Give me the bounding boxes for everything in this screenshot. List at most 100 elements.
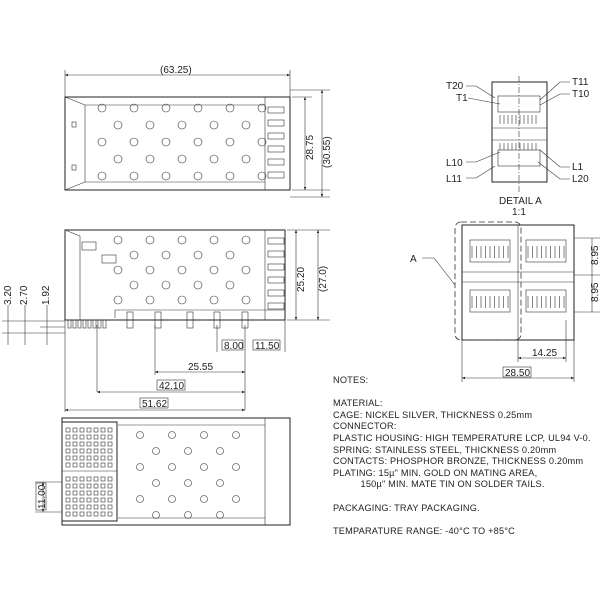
solder-tail [97,319,102,329]
notes-packaging: PACKAGING: TRAY PACKAGING. [333,502,480,513]
contact-pad [107,434,113,440]
vent-hole [241,235,251,245]
contact-pad [100,462,106,468]
contact-pad [79,504,85,510]
contact-pad [86,441,92,447]
label-t10: T10 [572,89,590,100]
vent-hole [225,103,235,113]
vent-hole [209,295,219,305]
vent-hole [209,120,219,130]
dim-14-25: 14.25 [532,348,557,359]
spring-tab [267,263,285,271]
vent-hole [241,295,251,305]
vent-hole [184,447,192,455]
detail-a-scale: 1:1 [512,207,526,218]
vent-hole [232,495,240,503]
label-l11: L11 [446,174,462,185]
vent-hole [209,154,219,164]
side-height-dim: 25.20 [296,267,307,292]
contact-pad [86,455,92,461]
vent-hole [241,265,251,275]
press-fit-pin [154,311,162,329]
contact-pad [79,455,85,461]
solder-tail [67,319,72,329]
label-l1: L1 [572,162,584,173]
spring-tab [267,106,285,114]
contact-pad [72,497,78,503]
side-view: 3.20 2.70 1.92 25.20 (27.0) 8.00 11.50 2… [2,229,330,412]
contact-pad [93,497,99,503]
callout-a: A [410,254,417,265]
detail-a: T20 T1 T11 T10 L10 L11 L1 L20 DETAIL A 1… [446,76,590,218]
top-height-dim: 28.75 [305,135,316,160]
contact-pad [79,483,85,489]
label-l20: L20 [572,174,589,185]
vent-hole [136,495,144,503]
notes-heading: NOTES: [333,375,369,385]
contact-pad [72,490,78,496]
contact-pad [107,497,113,503]
contact-pad [86,497,92,503]
vent-hole [145,235,155,245]
vent-hole [216,511,224,519]
vent-hole [193,171,203,181]
contact-pad [107,490,113,496]
contact-pad [107,462,113,468]
spring-tab [267,289,285,297]
label-t11: T11 [572,77,589,88]
front-view: A 8.95 8.95 14.25 28.50 [410,221,600,382]
notes-line: 150µ" MIN. MATE TIN ON SOLDER TAILS. [333,479,545,490]
vent-hole [152,479,160,487]
vent-hole [97,137,107,147]
dim-11-50: 11.50 [255,341,280,352]
top-width-dim: (63.25) [160,65,192,76]
notes-line: PLASTIC HOUSING: HIGH TEMPERATURE LCP, U… [333,432,591,443]
vent-hole [184,479,192,487]
contact-pad [86,427,92,433]
dim-8-95-top: 8.95 [590,245,600,265]
vent-hole [225,250,235,260]
contact-pad [107,483,113,489]
vent-hole [200,431,208,439]
vent-hole [161,280,171,290]
contact-pad [107,427,113,433]
vent-hole [129,280,139,290]
solder-tail [82,319,87,329]
contact-pad [93,483,99,489]
top-view: (63.25) 28.75 (30.55) [64,65,333,310]
solder-tail [92,319,97,329]
contact-pad [72,448,78,454]
vent-hole [200,463,208,471]
contact-pad [72,455,78,461]
vent-hole [193,250,203,260]
contact-pad [79,441,85,447]
contact-pad [100,490,106,496]
contact-pad [72,441,78,447]
notes-line: CONNECTOR: [333,421,397,432]
contact-pad [72,504,78,510]
vent-hole [161,137,171,147]
contact-pad [93,441,99,447]
vent-hole [145,295,155,305]
contact-pad [86,511,92,517]
press-fit-pin [126,311,134,329]
press-fit-pin [186,311,194,329]
vent-hole [177,235,187,245]
vent-hole [129,250,139,260]
contact-pad [79,448,85,454]
spring-tab [267,132,285,140]
spring-tab [267,158,285,166]
contact-pad [79,490,85,496]
vent-hole [200,495,208,503]
vent-hole [168,495,176,503]
contact-pad [100,441,106,447]
vent-hole [241,120,251,130]
contact-pad [65,497,71,503]
contact-pad [65,434,71,440]
contact-pad [100,448,106,454]
contact-pad [100,504,106,510]
vent-hole [129,137,139,147]
contact-pad [65,511,71,517]
contact-pad [93,462,99,468]
